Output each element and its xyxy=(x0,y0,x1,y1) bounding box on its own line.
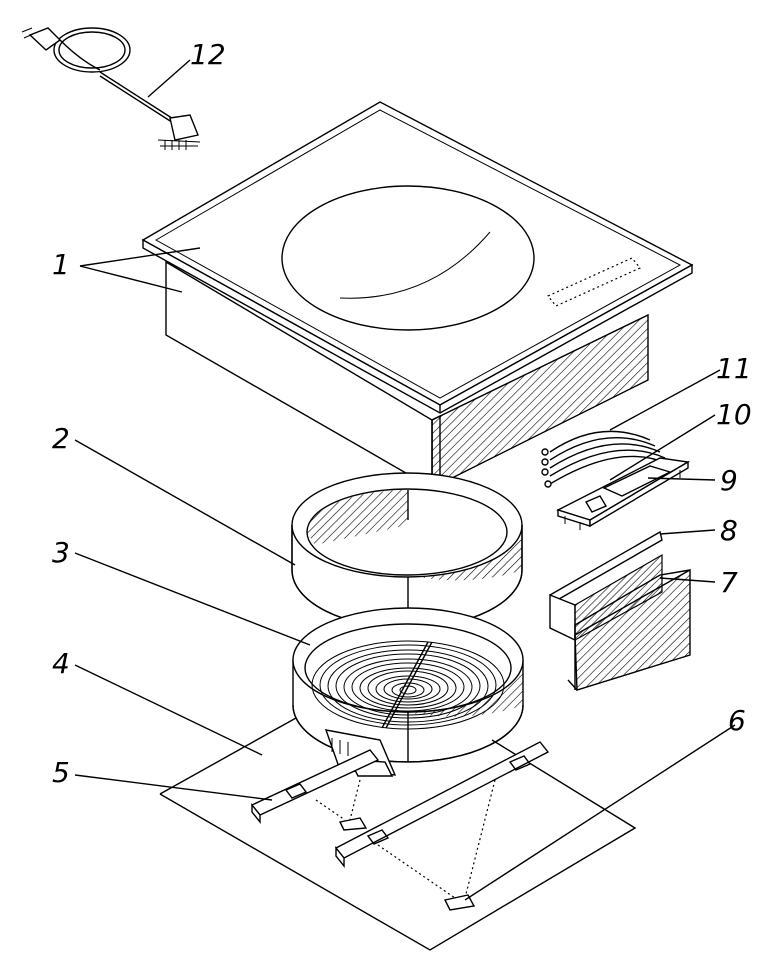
power-cord xyxy=(21,27,201,150)
control-board xyxy=(541,430,691,530)
label-5: 5 xyxy=(52,756,70,789)
mounting-brackets xyxy=(250,741,550,911)
cooktop-housing xyxy=(141,101,694,490)
induction-coil xyxy=(292,607,524,777)
label-2: 2 xyxy=(52,422,70,455)
label-6: 6 xyxy=(728,704,746,737)
leader-lines xyxy=(74,59,736,901)
label-12: 12 xyxy=(190,38,226,71)
label-8: 8 xyxy=(720,514,738,547)
label-9: 9 xyxy=(720,464,738,497)
label-7: 7 xyxy=(720,566,738,599)
label-4: 4 xyxy=(52,647,70,680)
callout-labels: 12 1 2 3 4 5 6 7 8 9 10 11 xyxy=(52,38,752,789)
base-plate xyxy=(159,717,637,951)
label-11: 11 xyxy=(716,352,752,385)
label-10: 10 xyxy=(716,398,752,431)
label-3: 3 xyxy=(52,536,70,569)
heat-sink xyxy=(549,530,691,691)
ring-support xyxy=(291,472,523,629)
label-1: 1 xyxy=(52,248,70,281)
